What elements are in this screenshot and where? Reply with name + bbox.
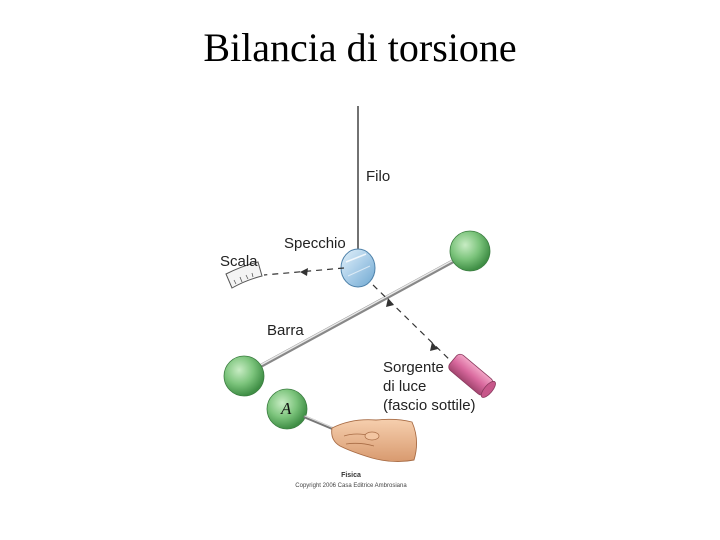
label-scala: Scala — [220, 253, 258, 270]
incident-light-ray — [369, 281, 457, 367]
sphere-upper-right — [449, 230, 491, 272]
credit-copyright: Copyright 2006 Casa Editrice Ambrosiana — [295, 483, 407, 489]
label-sorgente-3: (fascio sottile) — [383, 397, 476, 414]
bar-barra-highlight — [245, 250, 471, 374]
reflected-ray-arrow — [300, 268, 308, 276]
sphere-a — [266, 388, 308, 430]
mirror-specchio — [340, 248, 376, 288]
scale-scala — [225, 261, 263, 289]
bar-barra — [244, 250, 472, 376]
light-source — [448, 353, 496, 398]
hand — [331, 418, 417, 463]
label-sorgente-1: Sorgente — [383, 359, 444, 376]
reflected-light-ray — [263, 267, 345, 276]
incident-ray-arrow-2 — [430, 342, 438, 351]
page-title: Bilancia di torsione — [203, 25, 517, 70]
credit-book: Fisica — [341, 472, 361, 479]
label-filo: Filo — [366, 168, 390, 185]
incident-ray-arrow — [386, 298, 394, 307]
sphere-lower-left — [223, 355, 265, 397]
label-specchio: Specchio — [284, 235, 346, 252]
sphere-a-label: A — [280, 399, 292, 418]
label-sorgente-2: di luce — [383, 378, 426, 395]
label-barra: Barra — [267, 322, 304, 339]
